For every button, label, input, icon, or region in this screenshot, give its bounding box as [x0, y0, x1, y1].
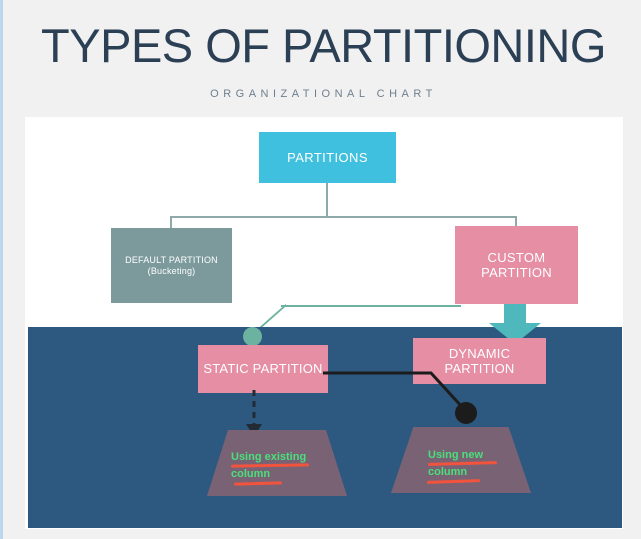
node-custom-partition-label-line2: PARTITION: [481, 265, 552, 280]
green-dot-connector-icon: [243, 327, 262, 346]
node-custom-partition[interactable]: CUSTOM PARTITION: [455, 226, 578, 304]
connector-right-down: [515, 216, 517, 227]
leaf-existing-column[interactable]: [207, 430, 347, 496]
page-subtitle: ORGANIZATIONAL CHART: [210, 88, 437, 100]
connector-horizontal-bar: [170, 216, 517, 218]
leaf-existing-column-label: Using existing column: [231, 451, 307, 481]
page-title: TYPES OF PARTITIONING: [41, 19, 606, 72]
node-custom-partition-label-line1: CUSTOM: [487, 249, 546, 265]
header: TYPES OF PARTITIONING ORGANIZATIONAL CHA…: [3, 0, 641, 117]
node-default-partition-sublabel: (Bucketing): [147, 265, 196, 276]
node-dynamic-partition-label-line2: PARTITION: [444, 361, 515, 376]
node-partitions-label: PARTITIONS: [287, 149, 368, 165]
leaf-new-column-label: Using new column: [428, 449, 484, 479]
node-dynamic-partition-label-line1: DYNAMIC: [448, 345, 511, 361]
connector-root-down: [326, 183, 328, 217]
node-partitions[interactable]: PARTITIONS: [259, 132, 396, 183]
node-default-partition-label: DEFAULT PARTITION: [125, 254, 218, 265]
node-static-partition[interactable]: STATIC PARTITION: [198, 345, 328, 393]
black-elbow-connector-icon: [323, 371, 477, 424]
connector-green-horizontal: [281, 305, 461, 307]
teal-down-arrow-icon: [489, 303, 541, 344]
node-default-partition[interactable]: DEFAULT PARTITION (Bucketing): [111, 228, 232, 303]
connector-left-down: [170, 216, 172, 229]
node-static-partition-label: STATIC PARTITION: [203, 361, 323, 377]
